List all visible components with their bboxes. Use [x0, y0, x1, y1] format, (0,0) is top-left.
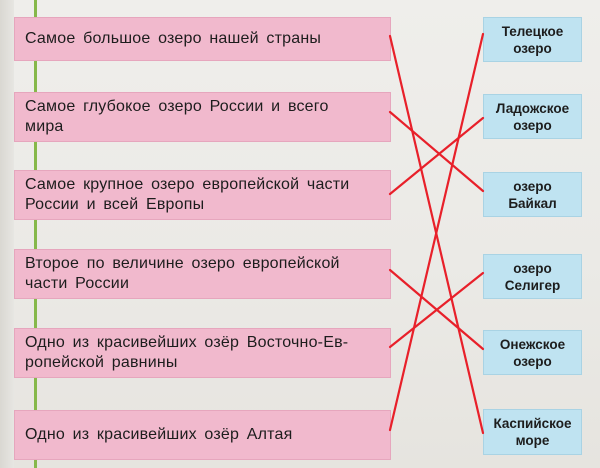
lake-label: озеро Байкал [508, 178, 557, 211]
lake-label: Каспийское море [493, 416, 572, 448]
lake-label: Онежское озеро [499, 336, 566, 369]
description-box-6[interactable]: Одно из красивейших озёр Алтая [14, 410, 391, 460]
lake-label: озеро Селигер [504, 260, 561, 293]
description-text: Второе по величине озеро европейской час… [25, 255, 340, 292]
lake-box-onega[interactable]: Онежское озеро [483, 330, 582, 375]
lake-label: Телецкое озеро [501, 23, 564, 56]
lake-box-ladoga[interactable]: Ладожское озеро [483, 94, 582, 139]
lake-box-teletskoye[interactable]: Телецкое озеро [483, 17, 582, 62]
lake-box-caspian[interactable]: Каспийское море [483, 409, 582, 455]
description-text: Самое глубокое озеро России и всего мира [25, 98, 329, 135]
description-box-4[interactable]: Второе по величине озеро европейской час… [14, 249, 391, 299]
description-box-1[interactable]: Самое большое озеро нашей страны [14, 17, 391, 61]
description-text: Одно из красивейших озёр Алтая [25, 426, 293, 443]
margin-rule [34, 0, 37, 468]
description-text: Самое большое озеро нашей страны [25, 30, 322, 47]
lake-box-baikal[interactable]: озеро Байкал [483, 172, 582, 217]
page-edge-shadow [0, 0, 14, 468]
description-box-2[interactable]: Самое глубокое озеро России и всего мира [14, 92, 391, 142]
match-line-2 [388, 110, 485, 193]
description-box-5[interactable]: Одно из красивейших озёр Восточно-Ев- ро… [14, 328, 391, 378]
match-line-3 [388, 116, 485, 196]
lake-box-seliger[interactable]: озеро Селигер [483, 254, 582, 299]
match-line-5 [388, 271, 485, 349]
match-line-6 [388, 32, 485, 432]
lake-label: Ладожское озеро [495, 100, 570, 133]
description-text: Одно из красивейших озёр Восточно-Ев- ро… [25, 334, 349, 371]
description-box-3[interactable]: Самое крупное озеро европейской части Ро… [14, 170, 391, 220]
description-text: Самое крупное озеро европейской части Ро… [25, 176, 350, 213]
